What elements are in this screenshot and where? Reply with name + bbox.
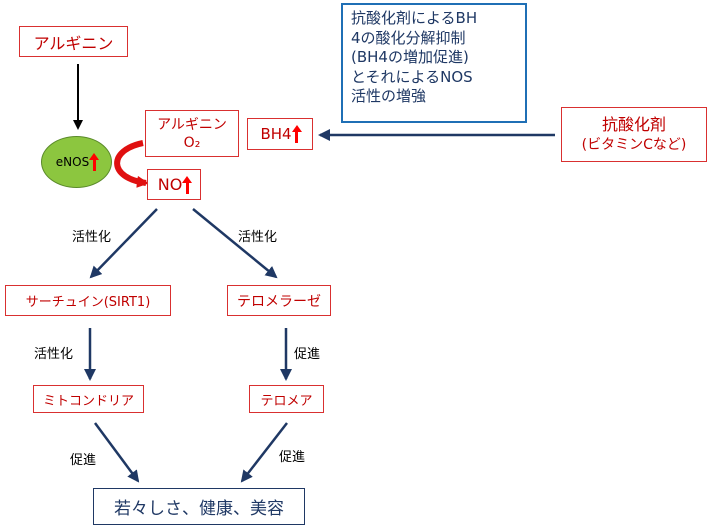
arrow-telomere-to-result	[240, 422, 288, 483]
no-label: NO	[157, 175, 183, 194]
substrate-o2-label: O₂	[183, 134, 201, 151]
mitochondria-box: ミトコンドリア	[33, 385, 144, 413]
no-box: NO	[147, 169, 201, 200]
enos-node: eNOS	[41, 136, 112, 188]
arrow-conversion-curve	[114, 140, 149, 188]
sirt1-box: サーチュイン(SIRT1)	[5, 285, 171, 316]
telomerase-box: テロメラーゼ	[227, 285, 331, 316]
antioxidant-box: 抗酸化剤 (ビタミンCなど)	[561, 107, 707, 162]
edge-label-activation-left: 活性化	[72, 230, 112, 245]
increase-arrow-icon	[182, 175, 193, 194]
bh4-box: BH4	[247, 118, 313, 150]
sirt1-label: サーチュイン(SIRT1)	[25, 295, 151, 310]
antioxidant-subtitle: (ビタミンCなど)	[581, 136, 687, 153]
telomere-box: テロメア	[249, 385, 324, 413]
substrate-box: アルギニン O₂	[145, 110, 239, 157]
edge-label-promote-telomere: 促進	[279, 450, 306, 465]
mitochondria-label: ミトコンドリア	[42, 393, 134, 409]
arginine-label: アルギニン	[33, 33, 114, 53]
telomere-label: テロメア	[260, 393, 313, 409]
antioxidant-title: 抗酸化剤	[601, 114, 666, 134]
arrow-mito-to-result	[93, 422, 140, 483]
increase-arrow-icon	[89, 153, 100, 171]
note-line-2: 4の酸化分解抑制	[351, 28, 466, 47]
telomerase-label: テロメラーゼ	[237, 293, 321, 310]
enos-label: eNOS	[55, 155, 90, 169]
note-line-4: とそれによるNOS	[351, 67, 473, 86]
edge-label-promote-telomerase: 促進	[294, 347, 321, 362]
bh4-label: BH4	[260, 125, 292, 143]
increase-arrow-icon	[291, 125, 302, 143]
note-line-5: 活性の増強	[351, 87, 427, 105]
note-line-1: 抗酸化剤によるBH	[351, 9, 478, 27]
result-box: 若々しさ、健康、美容	[93, 488, 305, 525]
arginine-box: アルギニン	[19, 26, 128, 57]
antioxidant-note-box: 抗酸化剤によるBH 4の酸化分解抑制 (BH4の増加促進) とそれによるNOS …	[341, 3, 527, 123]
edge-label-activation-sirt: 活性化	[34, 347, 74, 362]
arrow-no-to-sirt1	[89, 208, 158, 279]
substrate-arginine-label: アルギニン	[157, 116, 227, 133]
arrow-no-to-telomerase	[192, 208, 278, 279]
note-line-3: (BH4の増加促進)	[351, 48, 469, 66]
result-label: 若々しさ、健康、美容	[114, 499, 284, 519]
edge-label-promote-mito: 促進	[70, 453, 97, 468]
edge-label-activation-right: 活性化	[238, 230, 278, 245]
